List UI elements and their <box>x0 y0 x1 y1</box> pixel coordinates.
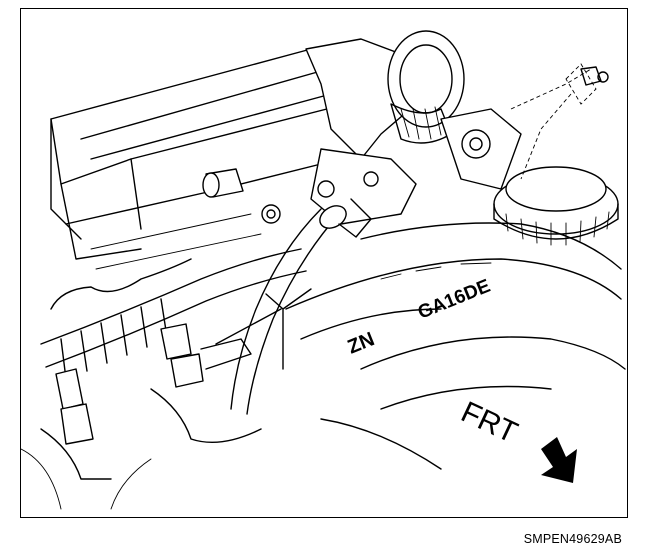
figure-caption: SMPEN49629AB <box>523 532 622 546</box>
engine-label-b: ZN <box>345 328 378 358</box>
engine-label: GA16DE <box>415 276 493 324</box>
rocker-cover <box>285 222 626 470</box>
throttle-body <box>202 30 522 225</box>
oil-filler-cap <box>493 166 619 246</box>
dashed-part <box>510 63 609 180</box>
engine-illustration: GA16DE ZN FRT <box>21 30 626 510</box>
bracket <box>215 288 312 370</box>
wire-harness <box>21 248 307 510</box>
diagram-frame: GA16DE ZN FRT <box>20 8 628 518</box>
vacuum-hose <box>230 198 372 415</box>
direction-arrow-icon <box>541 437 577 483</box>
direction-label: FRT <box>456 395 522 449</box>
